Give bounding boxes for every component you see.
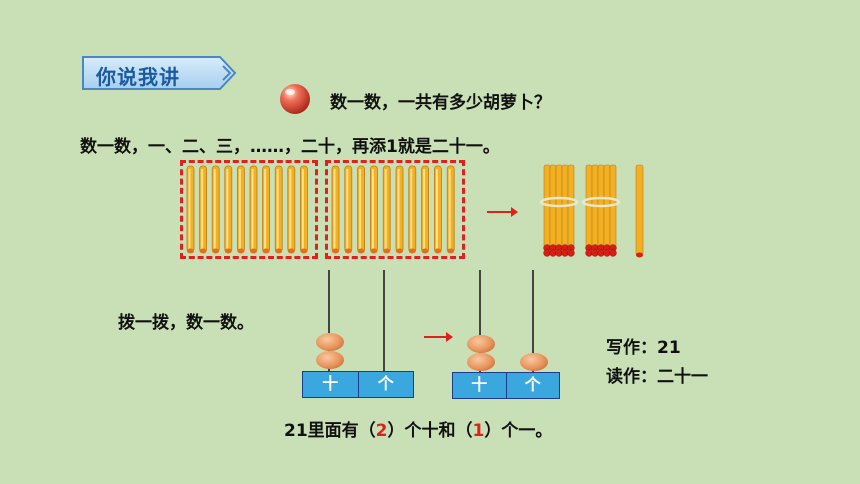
sticks-group-2 bbox=[331, 165, 455, 254]
abacus-right-base: 十 个 bbox=[452, 372, 560, 399]
bundle-stick bbox=[585, 164, 593, 250]
counting-stick bbox=[199, 165, 208, 253]
bundle-tie bbox=[539, 196, 579, 208]
stick-highlight bbox=[359, 169, 362, 249]
arrow-right-icon bbox=[424, 332, 453, 342]
abacus-bead[interactable] bbox=[316, 351, 344, 369]
summary-sentence: 21里面有（2）个十和（1）个一。 bbox=[284, 416, 552, 441]
stick-tip bbox=[383, 248, 391, 254]
stick-highlight bbox=[226, 169, 229, 249]
abacus-left-tens-rod bbox=[328, 270, 330, 372]
stick-tip bbox=[344, 248, 352, 254]
summary-part3: ）个一。 bbox=[484, 421, 553, 441]
stick-highlight bbox=[301, 169, 304, 249]
abacus-right-tens-rod bbox=[479, 270, 481, 372]
abacus-right-ones-rod bbox=[532, 270, 534, 372]
counting-stick bbox=[274, 165, 283, 253]
stick-highlight bbox=[276, 169, 279, 249]
ones-label: 个 bbox=[505, 373, 560, 398]
stick-tip bbox=[396, 248, 403, 254]
bundle-stick bbox=[609, 164, 617, 250]
stick-highlight bbox=[289, 169, 292, 249]
summary-part1: 21里面有（ bbox=[284, 421, 376, 441]
abacus-bead[interactable] bbox=[520, 353, 548, 371]
stick-highlight bbox=[201, 169, 204, 249]
question-text: 数一数，一共有多少胡萝卜？ bbox=[330, 93, 551, 113]
stick-highlight bbox=[384, 169, 387, 249]
ball-icon bbox=[280, 84, 310, 114]
bundle-stick bbox=[543, 164, 551, 250]
stick-tip bbox=[421, 248, 429, 254]
abacus-bead[interactable] bbox=[316, 333, 344, 351]
abacus-left-ones-rod bbox=[383, 270, 385, 372]
bundle-tip bbox=[609, 249, 617, 257]
ones-answer: 1 bbox=[472, 421, 485, 441]
stick-tip bbox=[237, 248, 245, 254]
read-form: 读作：二十一 bbox=[606, 367, 708, 387]
counting-stick bbox=[446, 165, 455, 253]
stick-highlight bbox=[264, 169, 267, 249]
title-banner bbox=[82, 56, 237, 90]
bundled-sticks-image bbox=[539, 164, 644, 258]
single-stick-tip bbox=[636, 252, 643, 258]
summary-part2: ）个十和（ bbox=[387, 421, 473, 441]
stick-highlight bbox=[238, 169, 241, 249]
arrow-right-icon bbox=[487, 207, 518, 217]
stick-tip bbox=[275, 248, 283, 254]
ten-sticks-group-2 bbox=[325, 160, 465, 259]
page-title: 你说我讲 bbox=[96, 65, 180, 89]
tens-answer: 2 bbox=[375, 421, 388, 441]
stick-tip bbox=[357, 248, 365, 254]
counting-text: 数一数，一、二、三，……，二十，再添1就是二十一。 bbox=[80, 137, 500, 157]
bundle-tie bbox=[581, 196, 621, 208]
stick-highlight bbox=[346, 169, 349, 249]
counting-stick bbox=[357, 165, 366, 253]
stick-tip bbox=[447, 248, 455, 254]
single-stick bbox=[635, 164, 644, 256]
stick-tip bbox=[250, 248, 257, 254]
stick-tip bbox=[408, 248, 416, 254]
stick-tip bbox=[332, 248, 339, 254]
stick-highlight bbox=[397, 169, 400, 249]
sticks-group-1 bbox=[186, 165, 308, 254]
tens-label: 十 bbox=[471, 375, 488, 394]
counting-stick bbox=[262, 165, 270, 253]
stick-tip bbox=[370, 248, 378, 254]
counting-stick bbox=[421, 165, 429, 253]
stick-highlight bbox=[423, 169, 426, 249]
stick-tip bbox=[262, 248, 270, 254]
stick-tip bbox=[224, 248, 232, 254]
stick-highlight bbox=[448, 169, 451, 249]
ones-label: 个 bbox=[357, 372, 414, 397]
abacus-left-base: 十 个 bbox=[302, 371, 414, 398]
stick-tip bbox=[300, 248, 308, 254]
stick-highlight bbox=[371, 169, 374, 249]
counting-stick bbox=[382, 165, 391, 253]
stick-tip bbox=[199, 248, 207, 254]
ten-sticks-group-1 bbox=[180, 160, 318, 259]
stick-tip bbox=[434, 248, 442, 254]
stick-highlight bbox=[435, 169, 438, 249]
abacus-prompt: 拨一拨，数一数。 bbox=[118, 313, 254, 333]
abacus-bead[interactable] bbox=[467, 335, 495, 353]
stick-highlight bbox=[188, 169, 191, 249]
counting-stick bbox=[224, 165, 233, 253]
bundle-tip bbox=[567, 249, 575, 257]
stick-highlight bbox=[333, 169, 336, 249]
stick-highlight bbox=[213, 169, 216, 249]
abacus-bead[interactable] bbox=[467, 353, 495, 371]
stick-tip bbox=[287, 248, 295, 254]
stick-highlight bbox=[410, 169, 413, 249]
bundle-stick bbox=[567, 164, 575, 250]
stick-tip bbox=[187, 248, 194, 254]
stick-tip bbox=[212, 248, 220, 254]
stick-highlight bbox=[251, 169, 254, 249]
tens-label: 十 bbox=[322, 374, 339, 393]
written-form: 写作：21 bbox=[606, 338, 681, 358]
